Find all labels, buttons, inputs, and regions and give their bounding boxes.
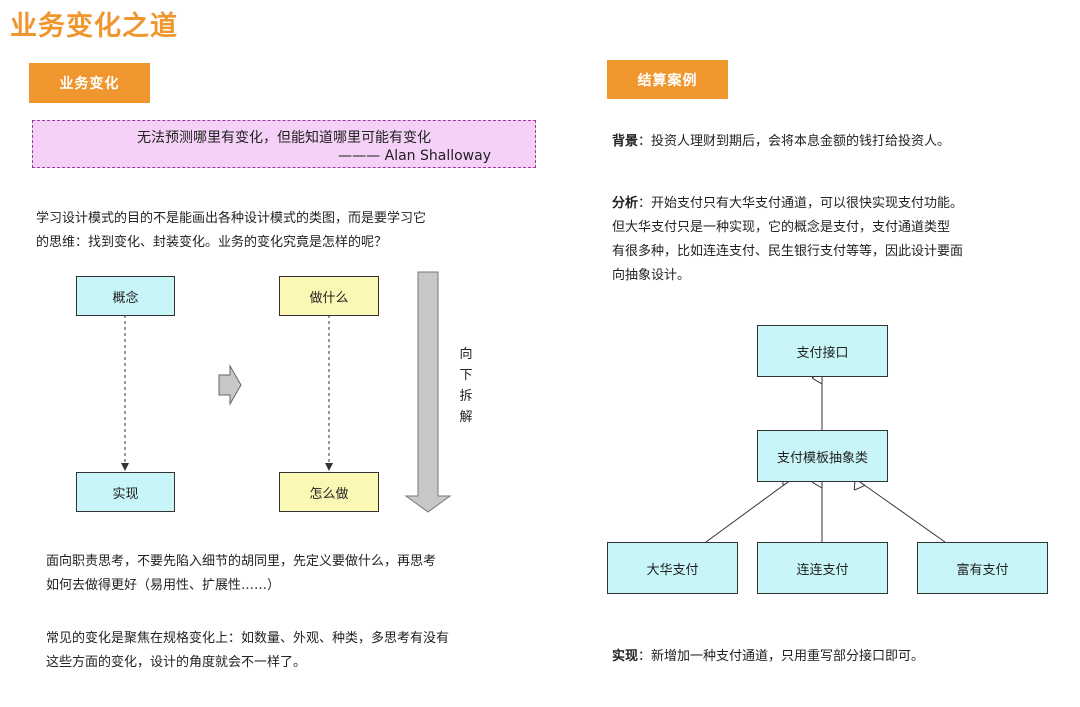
quote-text: 无法预测哪里有变化，但能知道哪里可能有变化 (137, 130, 431, 146)
impl-text: ：新增加一种支付通道，只用重写部分接口即可。 (638, 649, 925, 664)
quote-author: ——— Alan Shalloway (338, 148, 491, 164)
concept-box: 概念 (76, 276, 175, 316)
down-arrow-icon (404, 271, 452, 513)
implementation-paragraph: 实现：新增加一种支付通道，只用重写部分接口即可。 (612, 645, 924, 669)
spec-change-paragraph: 常见的变化是聚焦在规格变化上：如数量、外观、种类，多思考有没有 这些方面的变化，… (46, 631, 450, 670)
responsibility-paragraph: 面向职责思考，不要先陷入细节的胡同里，先定义要做什么，再思考 如何去做得更好（易… (46, 554, 437, 593)
impl-box: 实现 (76, 472, 175, 512)
payment-abstract-class-box: 支付模板抽象类 (757, 430, 888, 482)
right-arrow-icon (218, 364, 242, 406)
lianlian-payment-box: 连连支付 (757, 542, 888, 594)
how-box: 怎么做 (279, 472, 379, 512)
section-tag-business-change: 业务变化 (29, 63, 150, 103)
page-title: 业务变化之道 (10, 11, 178, 42)
impl3-to-abstract-link (860, 482, 946, 543)
background-text: ：投资人理财到期后，会将本息金额的钱打给投资人。 (638, 134, 951, 149)
quote-box: 无法预测哪里有变化，但能知道哪里可能有变化 ——— Alan Shalloway (32, 120, 536, 168)
intro-line-2: 的思维：找到变化、封装变化。业务的变化究竟是怎样的呢？ (36, 235, 388, 250)
fuyou-payment-box: 富有支付 (917, 542, 1048, 594)
analysis-paragraph: 分析：开始支付只有大华支付通道，可以很快实现支付功能。 但大华支付只是一种实现，… (612, 196, 964, 283)
impl1-to-abstract-link (705, 482, 788, 543)
payment-interface-box: 支付接口 (757, 325, 888, 377)
decompose-label: 向 下 拆 解 (459, 347, 473, 425)
dahua-payment-box: 大华支付 (607, 542, 738, 594)
what-box: 做什么 (279, 276, 379, 316)
intro-paragraph: 学习设计模式的目的不是能画出各种设计模式的类图，而是要学习它 的思维：找到变化、… (36, 207, 426, 255)
background-paragraph: 背景：投资人理财到期后，会将本息金额的钱打给投资人。 (612, 130, 950, 154)
background-label: 背景 (612, 134, 639, 149)
section-tag-settlement-case: 结算案例 (607, 60, 728, 99)
impl-label: 实现 (612, 649, 639, 664)
intro-line-1: 学习设计模式的目的不是能画出各种设计模式的类图，而是要学习它 (36, 211, 427, 226)
analysis-label: 分析 (612, 196, 639, 211)
